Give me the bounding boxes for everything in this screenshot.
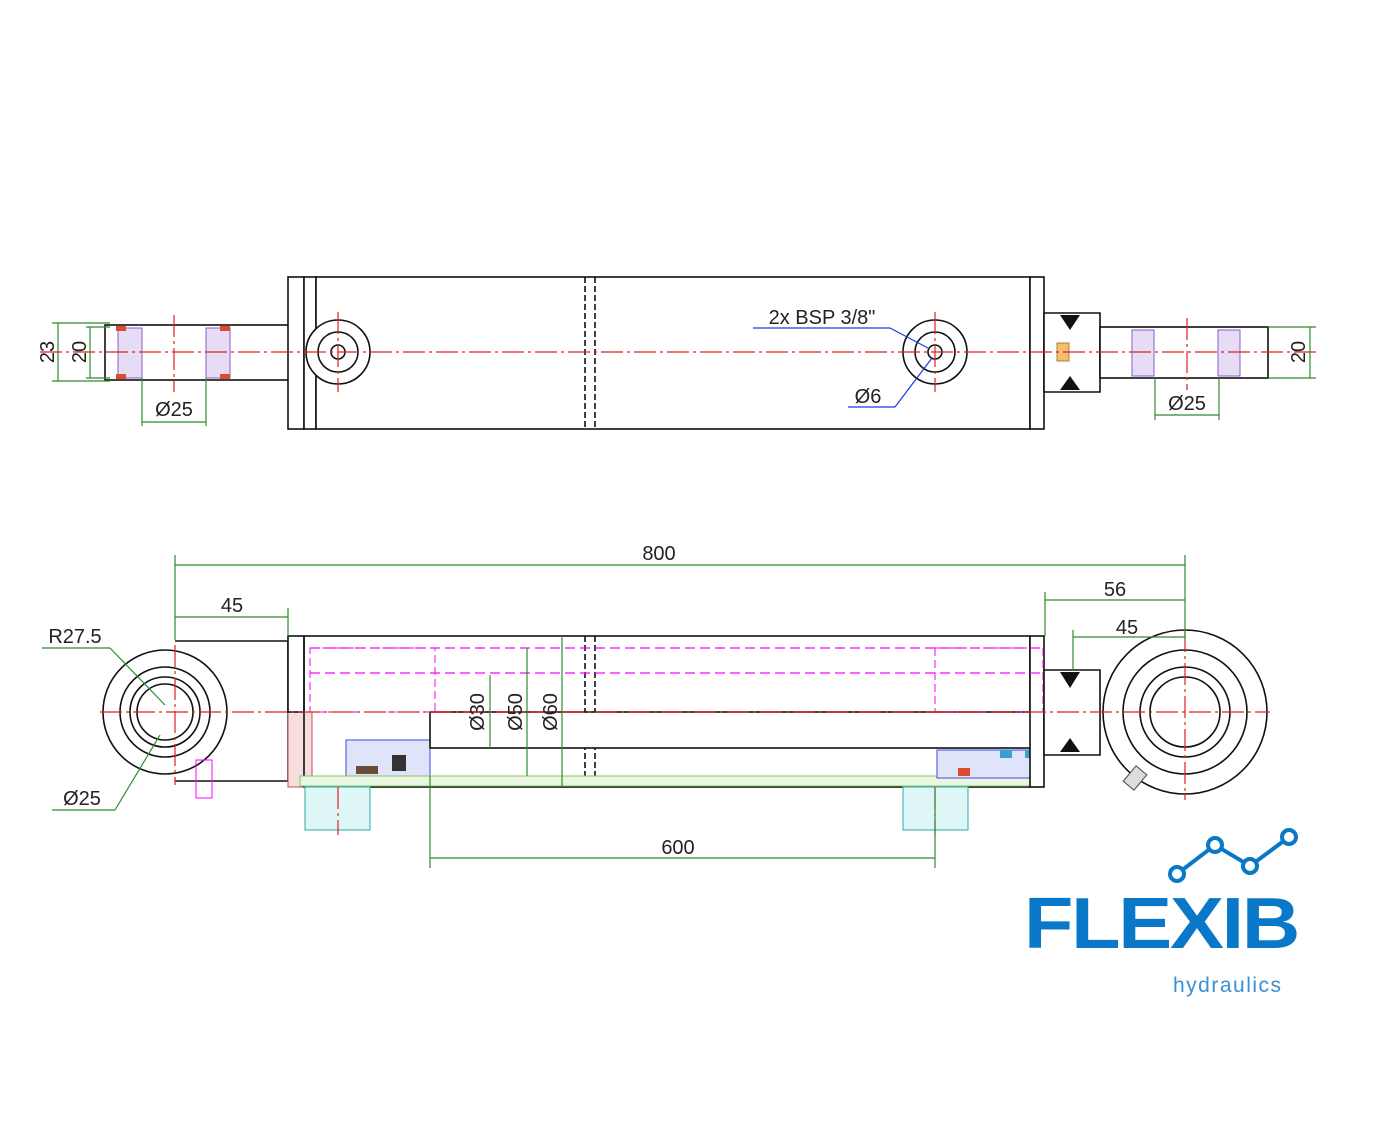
logo-graph-icon bbox=[1175, 835, 1291, 876]
dim-right-56: 56 bbox=[1104, 579, 1126, 601]
port-thread-label: 2x BSP 3/8" bbox=[769, 307, 876, 329]
left-cap-section bbox=[287, 711, 313, 788]
tube-wall-hatch bbox=[299, 775, 1031, 787]
dim-overall-length: 800 bbox=[642, 543, 675, 565]
dim-stroke: 600 bbox=[661, 837, 694, 859]
dim-20-left: 20 bbox=[69, 341, 91, 363]
dim-tube-diameter: Ø60 bbox=[540, 693, 562, 731]
dim-left-45: 45 bbox=[221, 595, 243, 617]
right-end-flange bbox=[1029, 276, 1045, 430]
left-bearing-a bbox=[117, 327, 143, 379]
dim-bore-diameter: Ø50 bbox=[505, 693, 527, 731]
dim-23: 23 bbox=[37, 341, 59, 363]
dim-rod-diameter: Ø30 bbox=[467, 693, 489, 731]
section-view: 800 45 56 45 R27.5 Ø25 Ø30 Ø50 Ø60 600 bbox=[42, 543, 1270, 868]
dim-eye-pin: Ø25 bbox=[63, 788, 101, 810]
logo-brand: FLEXIB bbox=[1024, 884, 1298, 964]
flexib-logo: FLEXIB hydraulics bbox=[1024, 828, 1300, 997]
port-hole-diameter: Ø6 bbox=[855, 386, 882, 408]
grease-nipple bbox=[1122, 765, 1148, 791]
dim-20-right: 20 bbox=[1288, 341, 1310, 363]
dim-pin-right: Ø25 bbox=[1168, 393, 1206, 415]
dim-right-45: 45 bbox=[1116, 617, 1138, 639]
dim-pin-left: Ø25 bbox=[155, 399, 193, 421]
left-bearing-b bbox=[205, 327, 231, 379]
left-end-flange bbox=[287, 276, 305, 430]
logo-tagline: hydraulics bbox=[1173, 974, 1283, 997]
dim-eye-radius: R27.5 bbox=[48, 626, 101, 648]
top-view: 23 20 Ø25 2x BSP 3/8" Ø6 Ø25 20 bbox=[37, 276, 1320, 430]
